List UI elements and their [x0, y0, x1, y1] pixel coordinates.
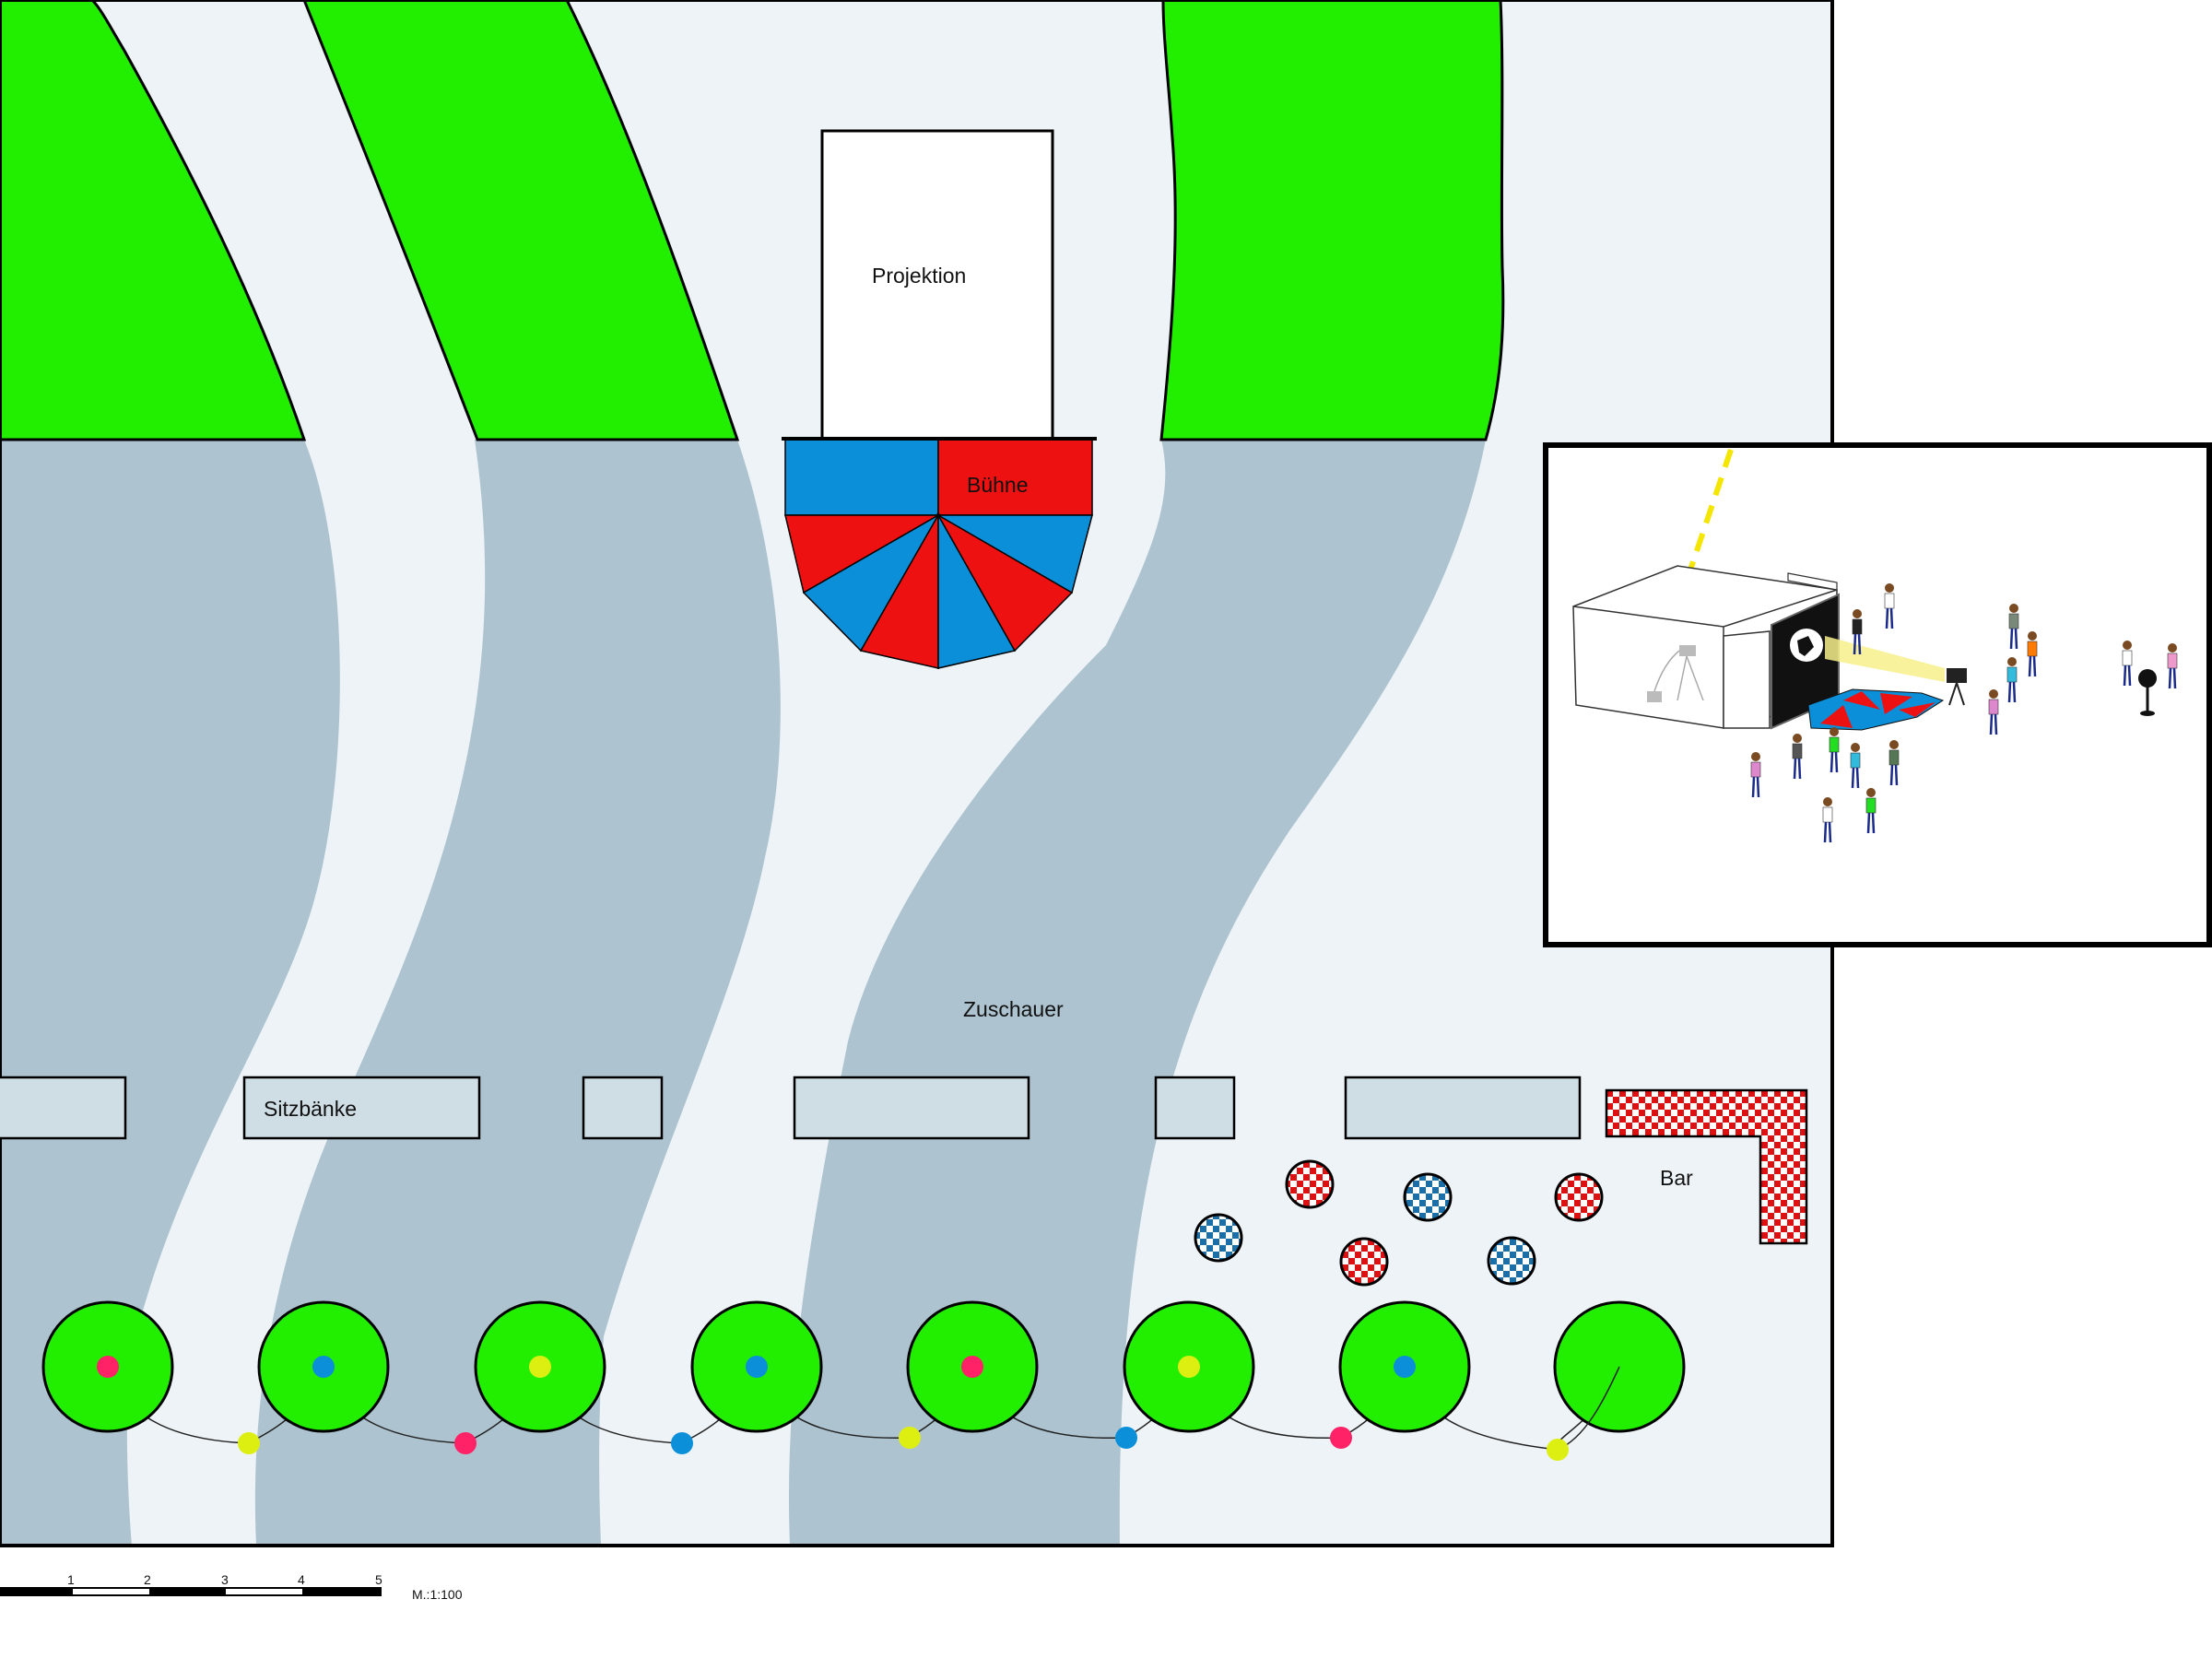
inset-person	[2167, 643, 2178, 689]
scale-tick-label: 5	[375, 1572, 382, 1587]
string-lantern	[1547, 1439, 1569, 1461]
scale-bar: 1 2 3 4 5 M.:1:100	[0, 1572, 463, 1602]
inset-person	[1865, 788, 1877, 834]
inset-person	[2027, 631, 2038, 677]
inset-person	[1750, 752, 1761, 798]
tree-lantern	[529, 1356, 551, 1378]
bar-label: Bar	[1660, 1166, 1693, 1190]
tree-lantern	[1178, 1356, 1200, 1378]
tree-lantern	[312, 1356, 335, 1378]
inset-person	[1884, 583, 1895, 629]
inset-person	[1829, 727, 1840, 773]
bar-table	[1487, 1236, 1536, 1286]
bench	[1154, 1076, 1236, 1140]
inset-person	[1852, 609, 1863, 655]
perspective-inset	[1543, 442, 2212, 947]
inset-person	[2006, 657, 2018, 703]
string-lantern	[899, 1427, 921, 1449]
bar-tables	[1194, 1159, 1604, 1287]
bar-counter	[1605, 1088, 1808, 1245]
path-band-2	[254, 440, 781, 1546]
string-lantern	[454, 1432, 477, 1454]
inset-person	[1988, 689, 1999, 735]
scale-tick-label: 2	[144, 1572, 151, 1587]
string-lantern	[238, 1432, 260, 1454]
benches	[0, 1076, 1582, 1140]
bench	[793, 1076, 1030, 1140]
stage	[782, 437, 1097, 669]
tree-lantern	[746, 1356, 768, 1378]
inset-person	[1822, 797, 1833, 843]
bar-table	[1339, 1237, 1389, 1287]
lawn-1	[0, 0, 307, 441]
bar-table	[1554, 1172, 1604, 1222]
tree-lantern	[97, 1356, 119, 1378]
benches-label: Sitzbänke	[264, 1097, 357, 1121]
bar-table	[1285, 1159, 1335, 1209]
inset-person	[2122, 641, 2133, 687]
string-lantern	[1330, 1427, 1352, 1449]
path-band-1	[0, 440, 340, 1546]
scale-tick-label: 1	[67, 1572, 75, 1587]
scale-tick-label: 3	[221, 1572, 229, 1587]
bar-table	[1194, 1213, 1243, 1263]
inset-person	[1792, 734, 1803, 780]
inset-person	[1850, 743, 1861, 789]
bench	[0, 1076, 127, 1140]
string-lantern	[671, 1432, 693, 1454]
bench	[1344, 1076, 1582, 1140]
bench	[242, 1076, 481, 1140]
bar-table	[1403, 1172, 1453, 1222]
scale-ratio: M.:1:100	[412, 1587, 463, 1602]
tree-lantern	[961, 1356, 983, 1378]
tree-row	[41, 1300, 1686, 1451]
lawn-2	[302, 0, 740, 441]
lawn-3	[1159, 0, 1505, 441]
stage-label: Bühne	[967, 473, 1029, 497]
audience-label: Zuschauer	[963, 997, 1064, 1021]
inset-person	[1888, 740, 1900, 786]
string-lantern	[1115, 1427, 1137, 1449]
path-band-3	[788, 440, 1486, 1546]
bench	[582, 1076, 664, 1140]
inset-people	[1750, 583, 2178, 843]
projection-booth	[820, 129, 1054, 441]
inset-person	[2008, 604, 2019, 650]
tree-lantern	[1394, 1356, 1416, 1378]
scale-tick-label: 4	[298, 1572, 305, 1587]
projection-label: Projektion	[872, 264, 966, 288]
string-lanterns	[238, 1427, 1569, 1461]
